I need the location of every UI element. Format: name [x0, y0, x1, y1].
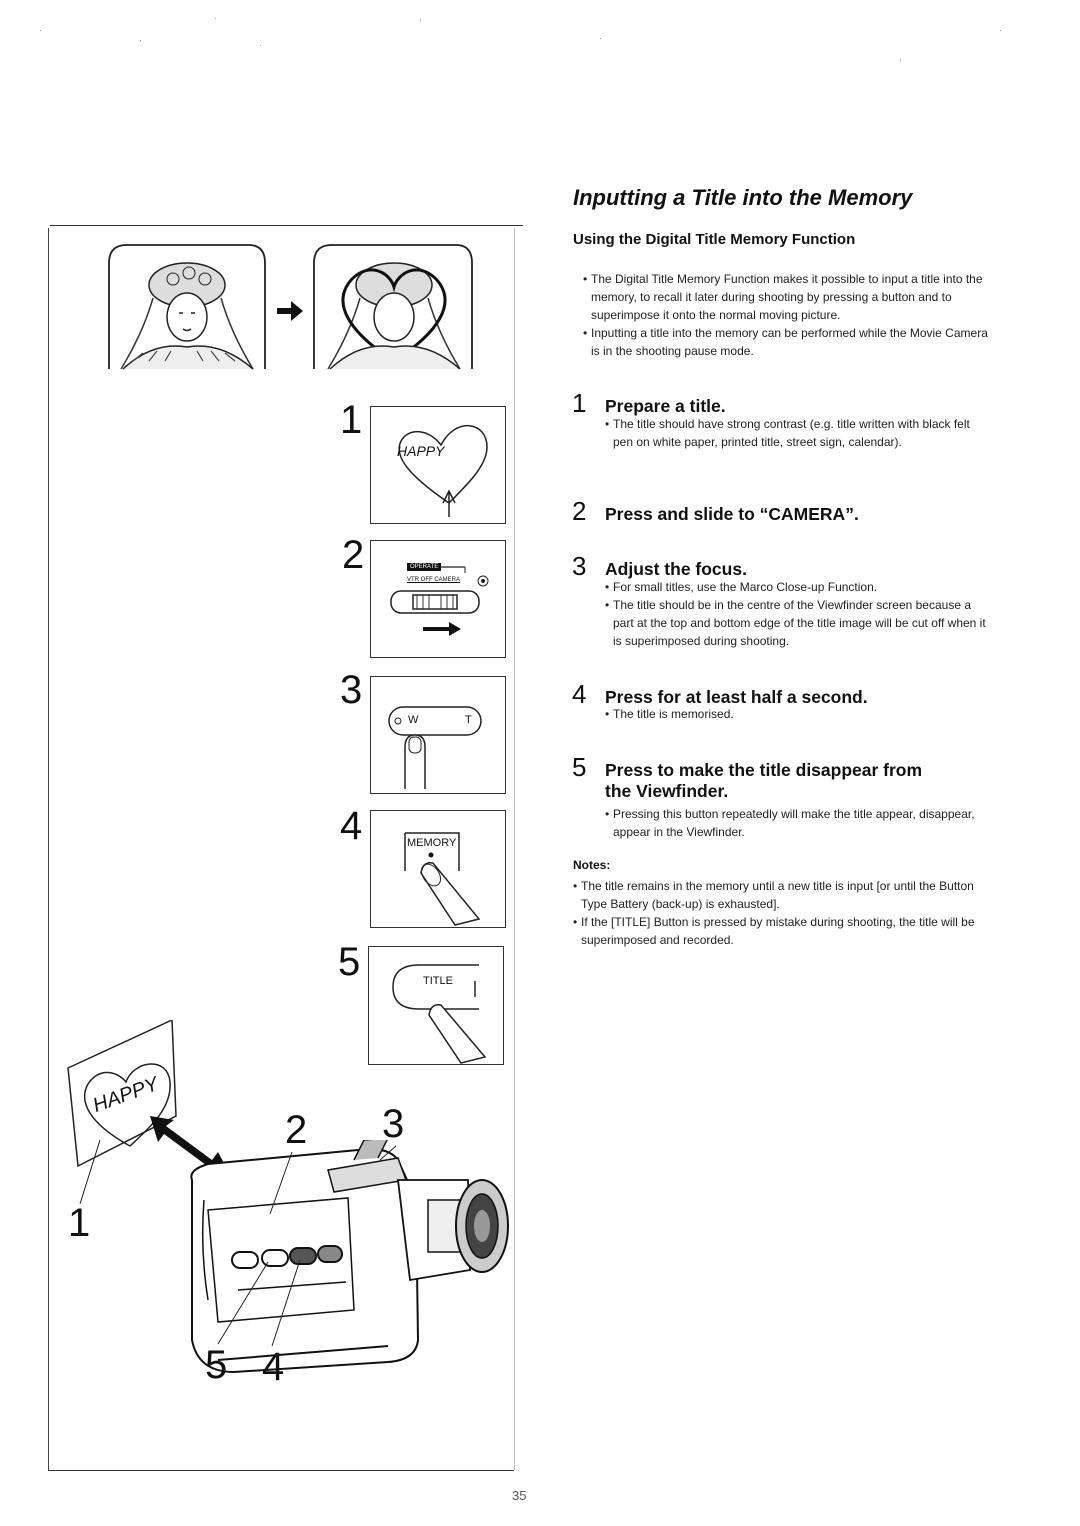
illustration-step-number: 1	[340, 398, 363, 442]
step-heading: 1 Prepare a title.	[572, 388, 726, 419]
intro-bullet: Inputting a title into the memory can be…	[583, 324, 988, 360]
step-bullets: Pressing this button repeatedly will mak…	[605, 805, 985, 841]
operate-badge: OPERATE	[407, 563, 442, 571]
camcorder-illustration	[178, 1137, 518, 1380]
step-bullet: The title should have strong contrast (e…	[605, 415, 985, 451]
step-bullet: Pressing this button repeatedly will mak…	[605, 805, 985, 841]
section-subtitle: Using the Digital Title Memory Function	[573, 231, 856, 248]
illustration-step-number: 2	[342, 533, 365, 577]
step-bullet: For small titles, use the Marco Close-up…	[605, 578, 990, 596]
switch-labels: VTR OFF CAMERA	[407, 577, 461, 583]
step-bullets: The title should have strong contrast (e…	[605, 415, 985, 451]
illustration-step-number: 3	[340, 668, 363, 712]
step-title: Prepare a title.	[605, 396, 726, 416]
step1-illustration: HAPPY	[370, 406, 506, 524]
step-number: 4	[572, 679, 587, 709]
step-title: Press and slide to “CAMERA”.	[605, 504, 859, 524]
bride-picture-before	[103, 243, 267, 371]
page-title: Inputting a Title into the Memory	[573, 185, 913, 210]
page-number: 35	[512, 1488, 527, 1503]
step-heading: 3 Adjust the focus.	[572, 551, 747, 582]
camera-callout: 2	[285, 1108, 308, 1152]
memory-label: MEMORY	[407, 837, 457, 849]
camera-callout: 1	[68, 1201, 91, 1245]
frame-top-line	[50, 225, 523, 226]
notes-bullets: The title remains in the memory until a …	[573, 877, 983, 949]
frame-bottom-line	[48, 1470, 514, 1471]
step-bullets: The title is memorised.	[605, 705, 985, 723]
note-bullet: The title remains in the memory until a …	[573, 877, 983, 913]
step-heading: 5 Press to make the title disappear from	[572, 752, 922, 783]
camera-callout: 5	[205, 1343, 228, 1387]
frame-left-line	[48, 228, 49, 1470]
step-title: Adjust the focus.	[605, 559, 747, 579]
double-arrow-icon	[148, 1112, 234, 1187]
step-number: 1	[572, 388, 587, 418]
step-heading: 2 Press and slide to “CAMERA”.	[572, 496, 859, 527]
frame-right-line	[514, 228, 515, 1470]
step-number: 5	[572, 752, 587, 782]
notes-label: Notes:	[573, 858, 611, 872]
title-button-label: TITLE	[423, 975, 453, 987]
step-number: 2	[572, 496, 587, 526]
step-title: Press for at least half a second.	[605, 687, 868, 707]
camera-callout: 4	[262, 1345, 285, 1389]
illustration-step-number: 4	[340, 804, 363, 848]
step-bullets: For small titles, use the Marco Close-up…	[605, 578, 990, 650]
illustration-step-number: 5	[338, 940, 361, 984]
step-bullet: The title is memorised.	[605, 705, 985, 723]
intro-bullet: The Digital Title Memory Function makes …	[583, 270, 988, 324]
step-heading: 4 Press for at least half a second.	[572, 679, 868, 710]
zoom-t-label: T	[465, 714, 472, 726]
step4-illustration: MEMORY	[370, 810, 506, 928]
step-title: Press to make the title disappear from	[605, 760, 923, 780]
step-number: 3	[572, 551, 587, 581]
intro-bullets: The Digital Title Memory Function makes …	[583, 270, 988, 360]
zoom-w-label: W	[408, 714, 419, 726]
bride-picture-after	[310, 243, 474, 371]
camera-callout: 3	[382, 1102, 405, 1146]
step-title-continued: the Viewfinder.	[605, 781, 729, 801]
step2-illustration: OPERATE VTR OFF CAMERA	[370, 540, 506, 658]
happy-card-illustration: HAPPY	[60, 1018, 210, 1170]
heart-text: HAPPY	[397, 443, 445, 459]
note-bullet: If the [TITLE] Button is pressed by mist…	[573, 913, 983, 949]
step-bullet: The title should be in the centre of the…	[605, 596, 990, 650]
step3-illustration: W T	[370, 676, 506, 794]
arrow-right-icon	[277, 301, 303, 326]
step5-illustration: TITLE	[368, 946, 504, 1065]
